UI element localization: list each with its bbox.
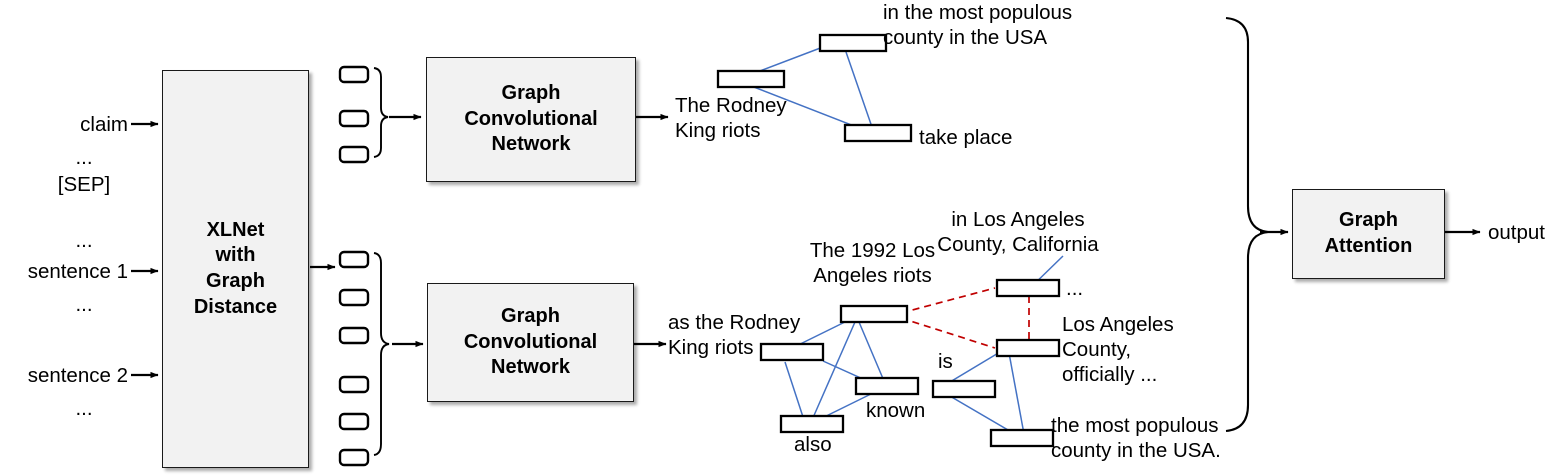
token-box — [338, 448, 370, 467]
graph-top-node-label-t1: The Rodney King riots — [675, 94, 787, 142]
input-ellipsis-3: ... — [75, 293, 93, 316]
edge-b7-b8 — [1008, 352, 1025, 435]
token-box — [338, 65, 370, 84]
graph-top-node-label-t3: take place — [919, 126, 1013, 149]
brace-graph-outputs — [1225, 16, 1269, 433]
graph-bottom-edges-solid — [783, 255, 1064, 438]
graph-bottom-node-label-b8: the most populous county in the USA. — [1051, 414, 1221, 462]
brace-claim-tokens — [373, 67, 389, 158]
token-group-evidence — [338, 250, 370, 467]
gcn-block-top-label: Graph Convolutional Network — [464, 82, 598, 156]
graph-top-node-label-t2: in the most populous county in the USA — [883, 1, 1073, 49]
token-box — [338, 288, 370, 307]
output-label: output — [1488, 221, 1545, 244]
graph-node — [818, 33, 888, 53]
token-box — [338, 326, 370, 345]
input-label-sentence-1: sentence 1 — [27, 260, 128, 283]
brace-evidence-tokens — [373, 252, 390, 456]
input-ellipsis-2: ... — [75, 229, 93, 252]
gcn-block-bottom[interactable]: Graph Convolutional Network — [427, 283, 634, 402]
graph-bottom-node-label-b6: in Los Angeles County, California — [937, 208, 1099, 256]
graph-bottom-edges-dashed — [900, 287, 1030, 349]
gcn-block-bottom-label: Graph Convolutional Network — [463, 305, 598, 379]
graph-node — [759, 342, 825, 362]
edge-b7-b5 — [944, 351, 1001, 386]
input-label-sep: [SEP] — [57, 173, 111, 196]
graph-bottom-node-label-b3: known — [866, 399, 926, 422]
xlnet-encoder-label: XLNet with Graph Distance — [193, 218, 278, 318]
token-box — [338, 250, 370, 269]
graph-bottom-nodes — [759, 278, 1061, 448]
edge-b2-b3 — [858, 321, 885, 382]
token-box — [338, 145, 370, 164]
input-ellipsis-4: ... — [75, 397, 93, 420]
graph-bottom-node-label-b2: The 1992 Los Angeles riots — [809, 239, 936, 287]
graph-node — [716, 69, 786, 89]
token-group-claim — [338, 65, 370, 164]
gcn-block-top[interactable]: Graph Convolutional Network — [426, 57, 636, 182]
graph-bottom-node-label-b1: as the Rodney King riots — [668, 311, 801, 359]
graph-node — [839, 304, 909, 324]
graph-node — [995, 278, 1061, 298]
input-label-sentence-2: sentence 2 — [27, 364, 128, 387]
graph-bottom-node-label-b4: also — [794, 433, 832, 456]
input-ellipsis-1: ... — [75, 146, 93, 169]
graph-bottom-node-label-b7: Los Angeles County, officially ... — [1062, 313, 1174, 386]
graph-node — [779, 414, 845, 434]
graph-node — [995, 338, 1061, 358]
edge-t1-t2 — [751, 46, 824, 75]
graph-node — [931, 379, 997, 399]
edge-b2-b7 — [900, 317, 996, 349]
graph-top-nodes — [716, 33, 913, 143]
graph-bottom-node-ellipsis-b6: ... — [1066, 277, 1084, 300]
graph-node — [843, 123, 913, 143]
xlnet-encoder-block[interactable]: XLNet with Graph Distance — [162, 70, 309, 468]
input-label-claim: claim — [80, 113, 128, 136]
graph-node — [989, 428, 1055, 448]
graph-bottom-node-label-b5: is — [938, 350, 953, 373]
edge-b2-b4 — [811, 321, 856, 421]
graph-node — [854, 376, 920, 396]
graph-attention-block[interactable]: Graph Attention — [1292, 189, 1445, 279]
token-box — [338, 375, 370, 394]
input-arrows — [131, 120, 159, 379]
edge-b1-b4 — [784, 361, 805, 421]
token-box — [338, 412, 370, 431]
token-box — [338, 109, 370, 128]
edge-t2-t3 — [845, 51, 874, 131]
graph-attention-label: Graph Attention — [1324, 209, 1413, 257]
edge-b2-b6 — [900, 287, 996, 314]
